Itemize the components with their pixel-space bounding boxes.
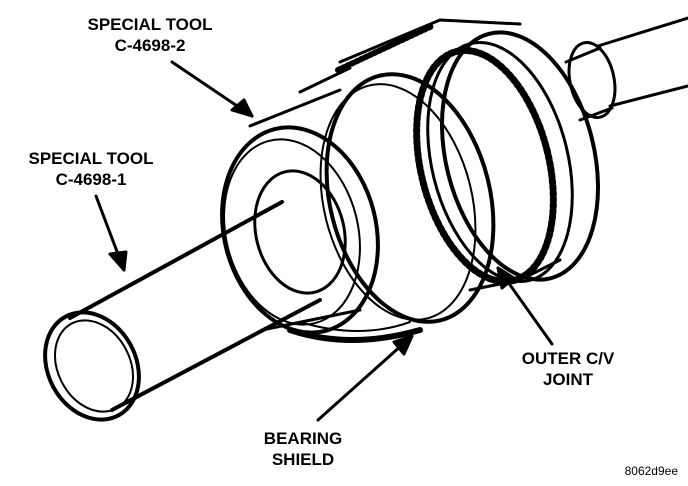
label-line: SPECIAL TOOL	[28, 149, 154, 168]
bearing-shield-ring	[287, 66, 496, 343]
label-line: JOINT	[542, 370, 594, 389]
label-outer-cv-joint: OUTER C/V JOINT	[508, 348, 628, 390]
special-tool-c4698-2	[220, 88, 380, 335]
arrow-bearing-shield	[316, 334, 414, 422]
special-tool-c4698-1	[43, 200, 322, 422]
label-line: SPECIAL TOOL	[87, 15, 213, 34]
label-bearing-shield: BEARING SHIELD	[228, 428, 378, 470]
label-line: OUTER C/V	[521, 349, 615, 368]
label-line: C-4698-1	[55, 170, 127, 189]
label-line: BEARING	[263, 429, 343, 448]
figure-reference-code: 8062d9ee	[624, 464, 678, 478]
outer-cv-joint	[335, 18, 601, 292]
label-special-tool-c4698-1: SPECIAL TOOL C-4698-1	[0, 148, 182, 190]
label-line: C-4698-2	[114, 36, 186, 55]
label-special-tool-c4698-2: SPECIAL TOOL C-4698-2	[60, 14, 240, 56]
callout-arrows	[94, 60, 554, 422]
label-line: SHIELD	[271, 450, 335, 469]
